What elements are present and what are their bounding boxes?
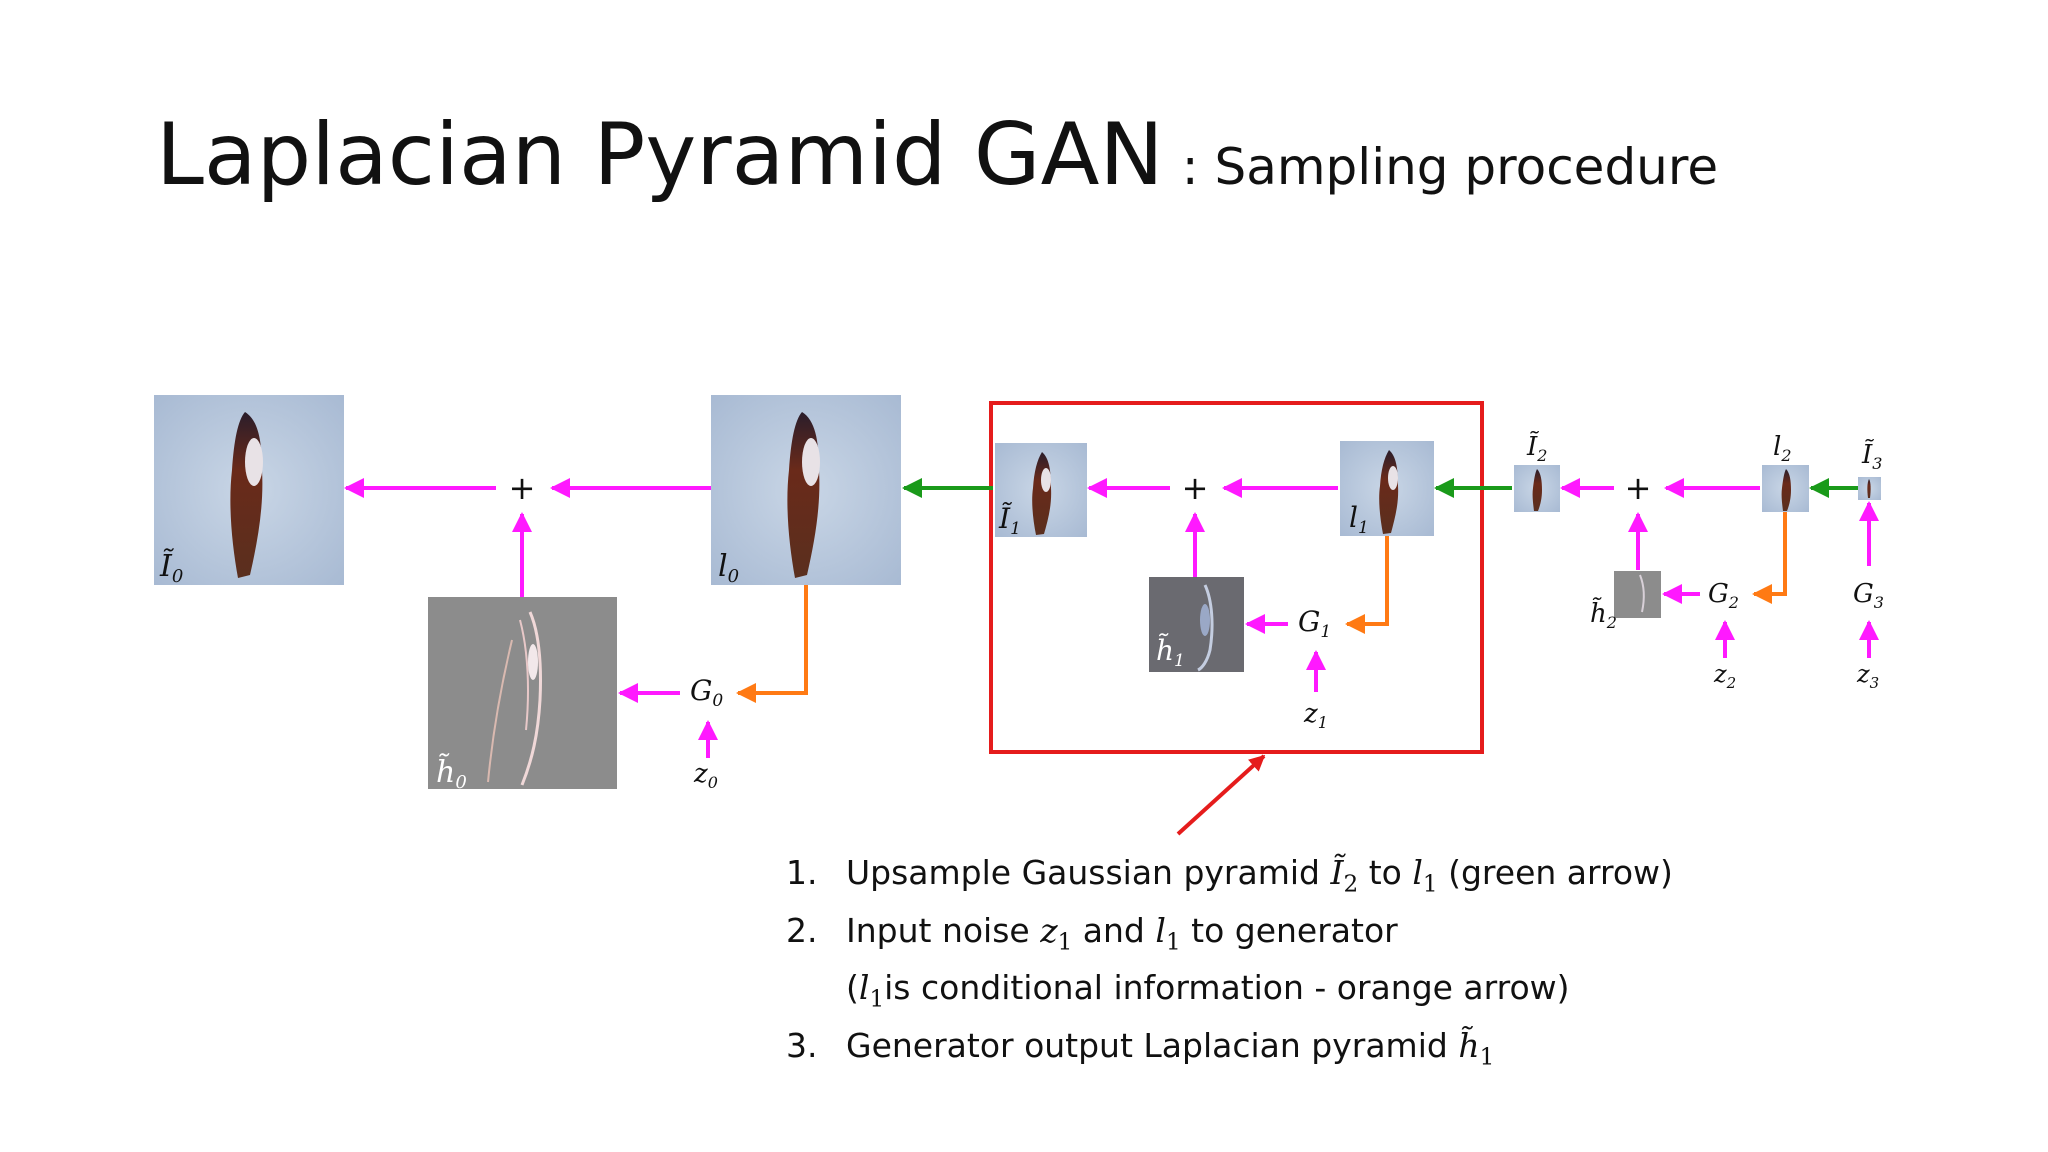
image-I2	[1514, 465, 1560, 512]
image-l0	[711, 395, 901, 585]
note-3: 3. Generator output Laplacian pyramid h̃…	[786, 1023, 1673, 1081]
title-main: Laplacian Pyramid GAN	[156, 105, 1164, 205]
note-3-sym-h1-sub: 1	[1479, 1044, 1495, 1071]
label-z3: z3	[1856, 660, 1879, 692]
title-subtitle: : Sampling procedure	[1181, 138, 1719, 196]
label-h1: h̃1	[1156, 633, 1185, 671]
label-I2: Ĩ2	[1526, 430, 1547, 465]
note-1-sym-l1-base: l	[1412, 853, 1423, 892]
label-G0: G0	[690, 674, 723, 711]
label-h0: h̃0	[436, 753, 467, 793]
note-1-number: 1.	[786, 853, 818, 892]
note-2-sym-z1-sub: 1	[1057, 929, 1073, 956]
label-I1: Ĩ1	[998, 502, 1021, 539]
label-G1: G1	[1298, 605, 1331, 642]
note-3-number: 3.	[786, 1025, 818, 1065]
arrow-l0-to-G0	[736, 585, 808, 703]
image-I1	[995, 443, 1087, 537]
note-3-text: Generator output Laplacian pyramid h̃1	[846, 1023, 1494, 1081]
label-z2: z2	[1713, 660, 1736, 692]
note-2-number: 2.	[786, 910, 818, 950]
note-2-cont-text: is conditional information - orange arro…	[884, 968, 1570, 1008]
procedure-notes: 1. Upsample Gaussian pyramid Ĩ2 to l1 (g…	[786, 850, 1673, 1080]
note-1-part-a: Upsample Gaussian pyramid	[846, 853, 1331, 892]
note-2-part-b: and	[1072, 910, 1156, 950]
label-l1: l1	[1349, 501, 1369, 538]
note-2: 2. Input noise z1 and l1 to generator	[786, 908, 1673, 966]
note-1-sym-l1: l1	[1412, 853, 1437, 898]
note-1-sym-l1-sub: 1	[1422, 871, 1438, 898]
plus-1: +	[1182, 469, 1209, 507]
image-l2	[1762, 465, 1809, 512]
label-l0: l0	[718, 549, 739, 587]
image-I3	[1858, 477, 1881, 500]
note-2-cont-sym-l1: l1	[859, 965, 884, 1023]
note-2-sym-l1: l1	[1155, 910, 1180, 956]
note-1-part-b: to	[1358, 853, 1413, 892]
note-2-cont-sym-sub: 1	[869, 986, 885, 1013]
arrow-l2-to-G2	[1752, 512, 1787, 604]
note-1-text: Upsample Gaussian pyramid Ĩ2 to l1 (gree…	[846, 850, 1673, 908]
note-2-sym-l1-sub: 1	[1165, 929, 1181, 956]
label-G2: G2	[1708, 579, 1739, 612]
note-3-part-a: Generator output Laplacian pyramid	[846, 1025, 1459, 1065]
note-1: 1. Upsample Gaussian pyramid Ĩ2 to l1 (g…	[786, 850, 1673, 908]
label-G3: G3	[1853, 579, 1884, 612]
label-h2: h̃2	[1590, 597, 1617, 632]
highlight-box	[989, 401, 1484, 754]
note-1-part-c: (green arrow)	[1437, 853, 1673, 892]
note-2-cont-sym-base: l	[858, 968, 870, 1008]
image-h1	[1149, 577, 1244, 672]
slide-title: Laplacian Pyramid GAN: Sampling procedur…	[156, 112, 1718, 198]
note-2-part-c: to generator	[1180, 910, 1398, 950]
plus-2: +	[1625, 469, 1652, 507]
arrow-l1-to-G1	[1345, 536, 1389, 634]
image-I0	[154, 395, 344, 585]
highlight-pointer-arrow	[1176, 754, 1266, 836]
note-2-sym-l1-base: l	[1155, 910, 1166, 950]
note-1-sym-I2-base: Ĩ	[1330, 853, 1344, 892]
note-2-cont-open: (	[846, 968, 859, 1008]
label-I0: Ĩ0	[159, 548, 183, 587]
note-1-sym-I2-sub: 2	[1343, 871, 1359, 898]
note-2-sym-z1: z1	[1040, 910, 1072, 956]
image-l1	[1340, 441, 1434, 536]
note-2-continuation: (l1 is conditional information - orange …	[786, 965, 1673, 1023]
note-2-part-a: Input noise	[846, 910, 1041, 950]
image-h2	[1614, 571, 1661, 618]
note-1-sym-I2: Ĩ2	[1330, 853, 1358, 898]
image-h0	[428, 597, 617, 789]
label-l2: l2	[1773, 432, 1792, 465]
note-2-sym-z1-base: z	[1040, 910, 1058, 950]
label-z1: z1	[1303, 699, 1328, 732]
note-3-sym-h1-base: h̃	[1458, 1025, 1480, 1065]
label-I3: Ĩ3	[1861, 438, 1882, 473]
label-z0: z0	[693, 759, 718, 792]
note-3-sym-h1: h̃1	[1458, 1025, 1494, 1071]
note-2-text: Input noise z1 and l1 to generator	[846, 908, 1398, 966]
plus-0: +	[509, 469, 536, 507]
